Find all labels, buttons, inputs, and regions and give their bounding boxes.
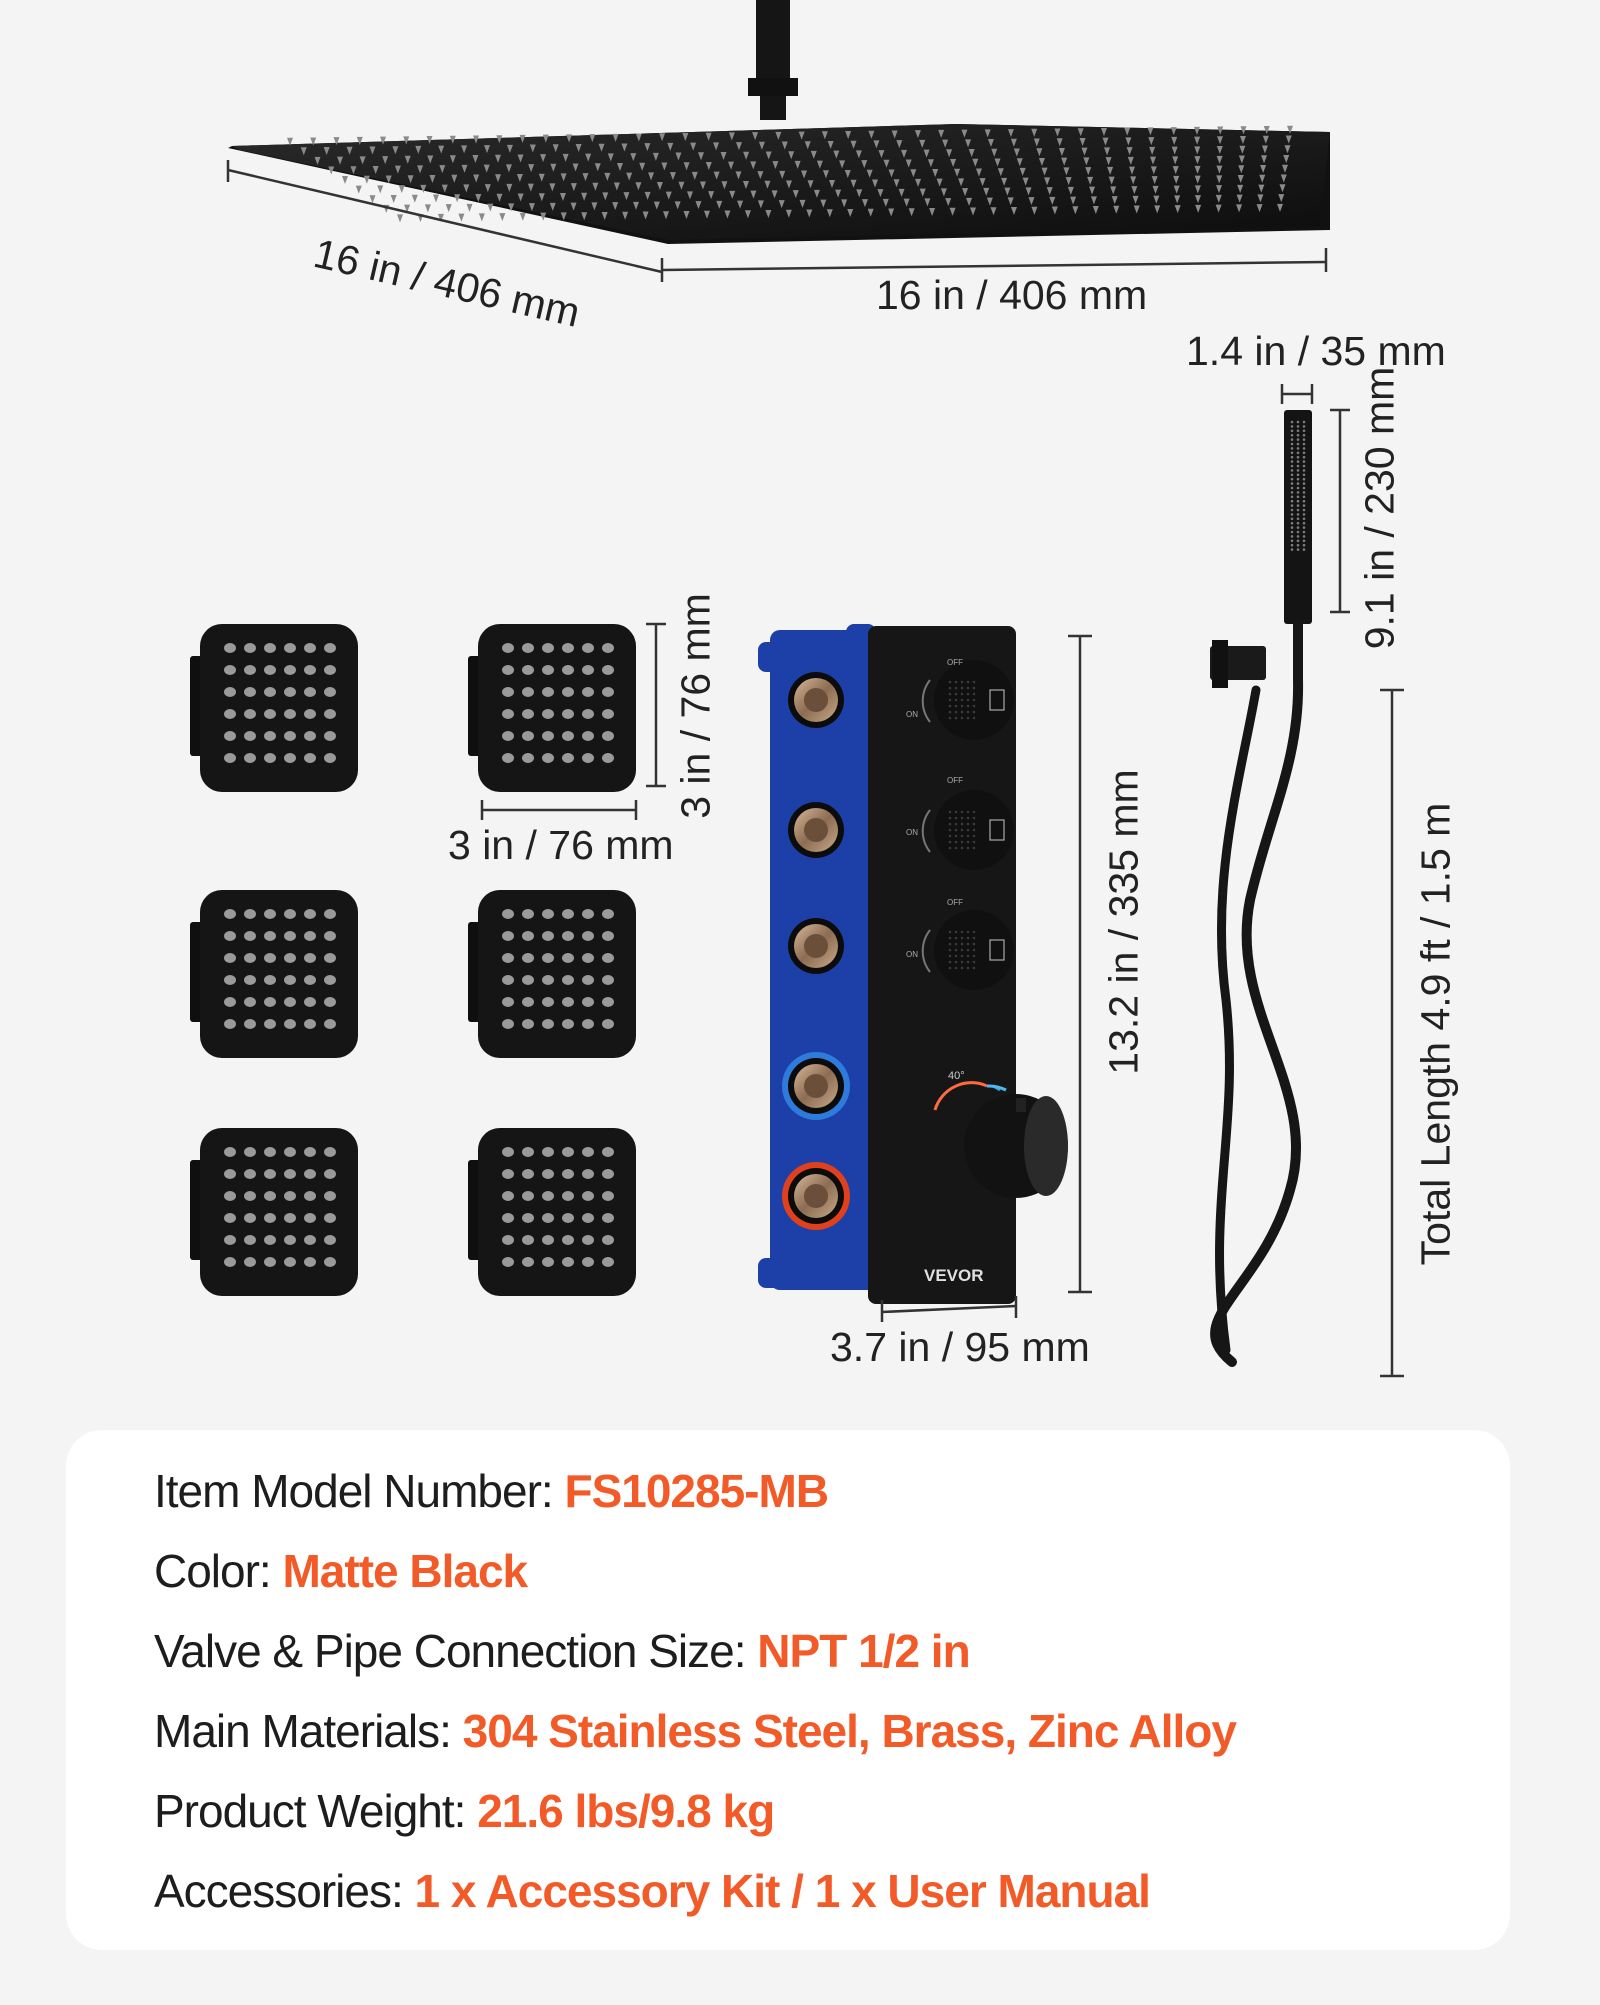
spec-accessories-value: 1 x Accessory Kit / 1 x User Manual: [414, 1865, 1151, 1917]
spec-materials: Main Materials: 304 Stainless Steel, Bra…: [154, 1704, 1237, 1758]
rain-shower-head: [228, 0, 1330, 244]
spec-model-label: Item Model Number:: [154, 1465, 565, 1517]
spec-model: Item Model Number: FS10285-MB: [154, 1464, 829, 1518]
spec-connection-size-value: NPT 1/2 in: [757, 1625, 970, 1677]
body-jet: [190, 890, 358, 1058]
handheld-dimension-lines: [1280, 384, 1404, 1378]
thermostatic-valve: [758, 624, 1068, 1304]
body-jet: [468, 890, 636, 1058]
valve-dimension-lines: [880, 634, 1092, 1322]
valve-on-label-1: ON: [906, 710, 918, 719]
spec-accessories-label: Accessories:: [154, 1865, 415, 1917]
valve-brand-label: VEVOR: [924, 1266, 984, 1285]
handheld-shower: [1210, 410, 1312, 1367]
spec-connection-size-label: Valve & Pipe Connection Size:: [154, 1625, 758, 1677]
body-jet: [190, 624, 358, 792]
body-jet-dimension-lines: [480, 622, 666, 820]
body-jet-width-label: 3 in / 76 mm: [448, 822, 674, 868]
handheld-width-label: 1.4 in / 35 mm: [1186, 328, 1446, 374]
body-jet: [468, 1128, 636, 1296]
valve-on-label-2: ON: [906, 828, 918, 837]
spec-materials-value: 304 Stainless Steel, Brass, Zinc Alloy: [462, 1705, 1237, 1757]
valve-width-label: 3.7 in / 95 mm: [830, 1324, 1090, 1370]
spec-model-value: FS10285-MB: [564, 1465, 829, 1517]
specifications-card: Item Model Number: FS10285-MB Color: Mat…: [66, 1430, 1510, 1950]
valve-off-label-3: OFF: [947, 898, 963, 907]
spec-materials-label: Main Materials:: [154, 1705, 463, 1757]
spec-color: Color: Matte Black: [154, 1544, 528, 1598]
spec-weight: Product Weight: 21.6 lbs/9.8 kg: [154, 1784, 775, 1838]
rain-dimension-lines: [226, 160, 1328, 282]
handheld-length-label: 9.1 in / 230 mm: [1356, 366, 1403, 650]
body-jets: [190, 624, 636, 1296]
spec-connection-size: Valve & Pipe Connection Size: NPT 1/2 in: [154, 1624, 971, 1678]
spec-color-label: Color:: [154, 1545, 283, 1597]
spec-color-value: Matte Black: [282, 1545, 528, 1597]
valve-temp-label: 40°: [948, 1070, 965, 1082]
valve-off-label-2: OFF: [947, 776, 963, 785]
body-jet: [468, 624, 636, 792]
rain-width-label: 16 in / 406 mm: [876, 272, 1148, 318]
spec-weight-label: Product Weight:: [154, 1785, 478, 1837]
hose-length-label: Total Length 4.9 ft / 1.5 m: [1412, 802, 1459, 1266]
spec-accessories: Accessories: 1 x Accessory Kit / 1 x Use…: [154, 1864, 1151, 1918]
body-jet: [190, 1128, 358, 1296]
valve-height-label: 13.2 in / 335 mm: [1100, 769, 1147, 1075]
spec-weight-value: 21.6 lbs/9.8 kg: [477, 1785, 775, 1837]
valve-off-label-1: OFF: [947, 658, 963, 667]
rain-nozzles: [287, 125, 1293, 223]
valve-on-label-3: ON: [906, 950, 918, 959]
body-jet-height-label: 3 in / 76 mm: [672, 593, 719, 819]
